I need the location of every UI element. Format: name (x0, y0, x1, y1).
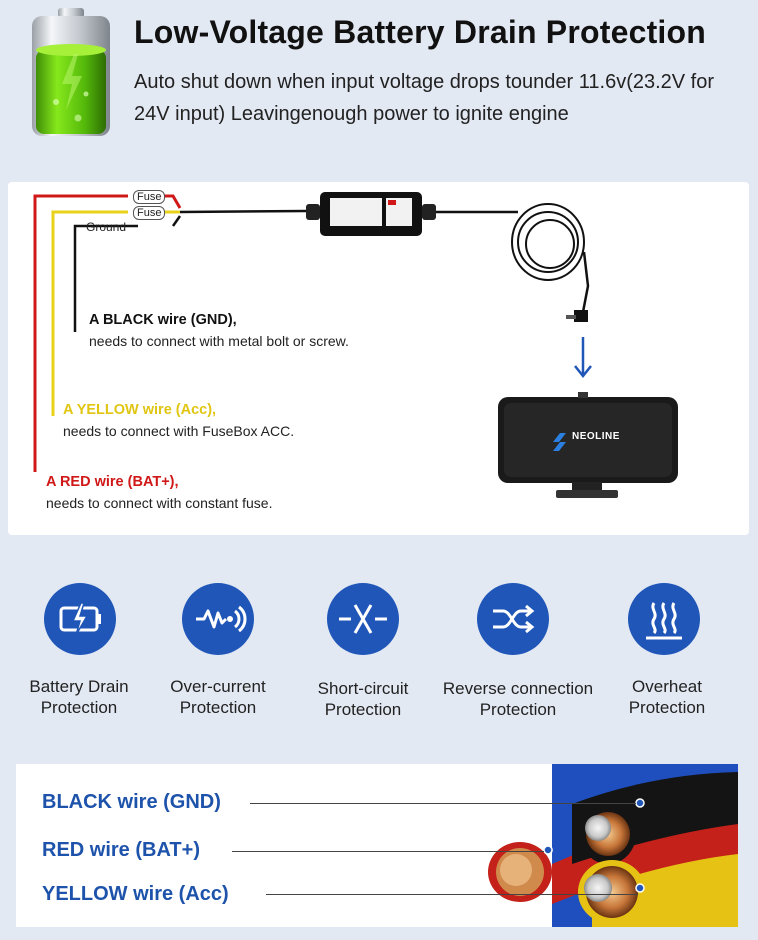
cable-leader-yellow (266, 894, 638, 895)
yellow-wire-title: A YELLOW wire (Acc), (63, 402, 217, 418)
feature-reverse-connection (477, 583, 549, 655)
battery-bolt-icon (44, 583, 116, 655)
black-wire-desc: needs to connect with metal bolt or scre… (89, 333, 349, 349)
feature-over-current (182, 583, 254, 655)
dashcam-brand-logo: NEOLINE (572, 431, 620, 442)
ground-label: Ground (86, 220, 127, 234)
cable-cross-section-image (552, 764, 738, 927)
red-wire-title: A RED wire (BAT+), (46, 474, 179, 490)
fuse-label-2: Fuse (133, 206, 166, 220)
heat-waves-icon (628, 583, 700, 655)
page-title: Low-Voltage Battery Drain Protection (134, 14, 707, 50)
cable-label-red: RED wire (BAT+) (42, 839, 200, 861)
red-wire-desc: needs to connect with constant fuse. (46, 495, 273, 511)
feature-overheat (628, 583, 700, 655)
feature-short-circuit (327, 583, 399, 655)
cable-leader-black (250, 803, 636, 804)
cable-label-black: BLACK wire (GND) (42, 791, 221, 813)
short-circuit-icon (327, 583, 399, 655)
wiring-diagram (33, 192, 678, 498)
cable-leader-red (232, 851, 544, 852)
battery-icon (32, 8, 110, 136)
shuffle-arrows-icon (477, 583, 549, 655)
current-wave-icon (182, 583, 254, 655)
fuse-label-1: Fuse (133, 190, 166, 204)
yellow-wire-desc: needs to connect with FuseBox ACC. (63, 423, 295, 439)
cable-label-yellow: YELLOW wire (Acc) (42, 883, 229, 905)
feature-battery-drain (44, 583, 116, 655)
page-subtitle: Auto shut down when input voltage drops … (134, 71, 715, 125)
black-wire-title: A BLACK wire (GND), (89, 312, 237, 328)
red-cable-end-image (488, 842, 553, 902)
